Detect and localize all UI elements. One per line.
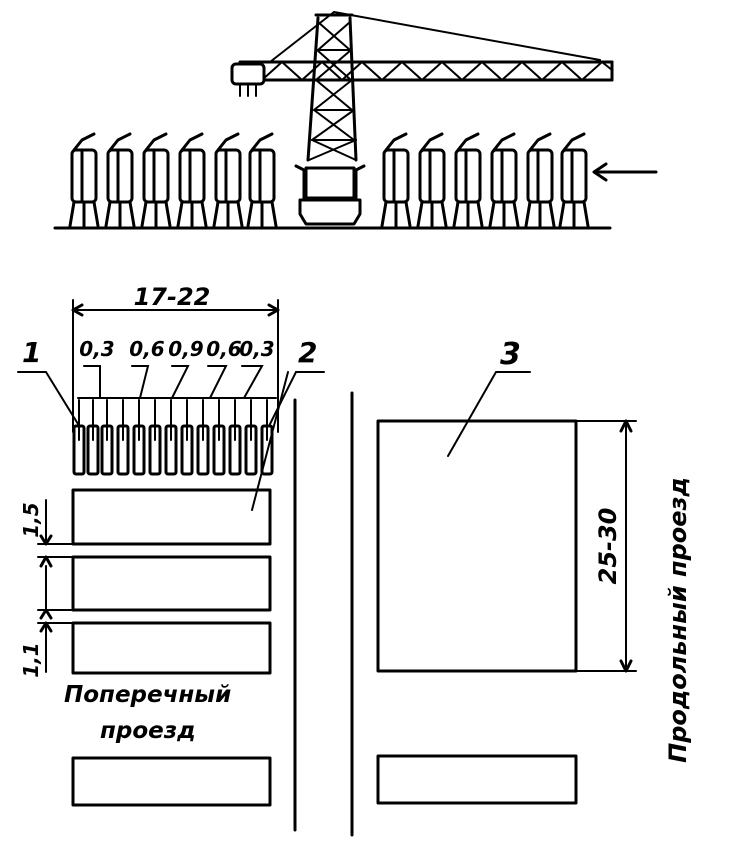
transverse-passage-line-1: Поперечный [64, 682, 231, 708]
cassette-strip [100, 399, 114, 476]
cassette-strip [212, 399, 226, 476]
cassette-strip [148, 399, 162, 476]
cassette-strip [164, 399, 178, 476]
cassette-strip [72, 399, 86, 476]
cassette-panel-icon [524, 132, 556, 228]
cassette-strip [244, 399, 258, 476]
spacing-label: 0,9 [168, 337, 204, 361]
panel-stack [71, 756, 272, 807]
transverse-passage-label: Поперечный проезд [64, 682, 231, 744]
cassette-strip [132, 399, 146, 476]
width-dimension-label: 17-22 [134, 283, 211, 311]
transverse-passage-line-2: проезд [100, 718, 196, 744]
cassette-strip [228, 399, 242, 476]
cassette-strip [196, 399, 210, 476]
cassette-panel-icon [104, 132, 136, 228]
panel-stacks-left [71, 488, 272, 807]
spacing-label: 0,6 [206, 337, 242, 361]
cassette-panel-icon [140, 132, 172, 228]
cassette-strip [116, 399, 130, 476]
panel-stack [71, 488, 272, 546]
panel-stack [71, 621, 272, 675]
panel-stack [71, 555, 272, 612]
callout-number: 3 [500, 337, 521, 372]
cassette-panel-icon [176, 132, 208, 228]
cassette-strip [180, 399, 194, 476]
cassette-panel-icon [68, 132, 100, 228]
spacing-label: 0,3 [239, 337, 274, 361]
longitudinal-road [293, 391, 354, 837]
cassette-panel-icon [558, 132, 590, 228]
longitudinal-passage-label: Продольный проезд [664, 477, 692, 763]
cassette-panel-icon [246, 132, 278, 228]
spacing-label: 0,3 [79, 337, 114, 361]
tower-crane-icon [230, 11, 614, 226]
callout-number: 1 [22, 336, 41, 369]
callout-2: 2 [251, 336, 325, 511]
dimension-25-30: 25-30 [575, 419, 637, 673]
cassette-panel-icon [380, 132, 412, 228]
cassette-panel-icon [488, 132, 520, 228]
callout-number: 2 [298, 336, 317, 369]
storage-block-3: 3 [376, 337, 578, 805]
cassette-panel-icon [212, 132, 244, 228]
cassette-panel-icon [452, 132, 484, 228]
storage-area [376, 419, 578, 673]
gap-bottom-label: 1,1 [19, 642, 43, 677]
cassette-panel-icon [416, 132, 448, 228]
spacing-label: 0,6 [129, 337, 165, 361]
callout-1: 1 [17, 336, 79, 425]
length-dimension-label: 25-30 [594, 508, 622, 585]
cassette-strip [86, 399, 100, 476]
spacing-labels: 0,3 0,6 0,9 0,6 0,3 [79, 337, 274, 361]
cassette-plan [72, 399, 274, 476]
gap-dimensions: 1,5 1,1 [19, 499, 74, 678]
cassette-rows [68, 132, 590, 228]
gap-top-label: 1,5 [19, 502, 43, 537]
crane-scene [53, 11, 658, 230]
spacing-leaders [77, 365, 277, 399]
cassette-strip [260, 399, 274, 476]
storage-area-lower [376, 754, 578, 805]
arrow-left-icon [592, 162, 658, 182]
